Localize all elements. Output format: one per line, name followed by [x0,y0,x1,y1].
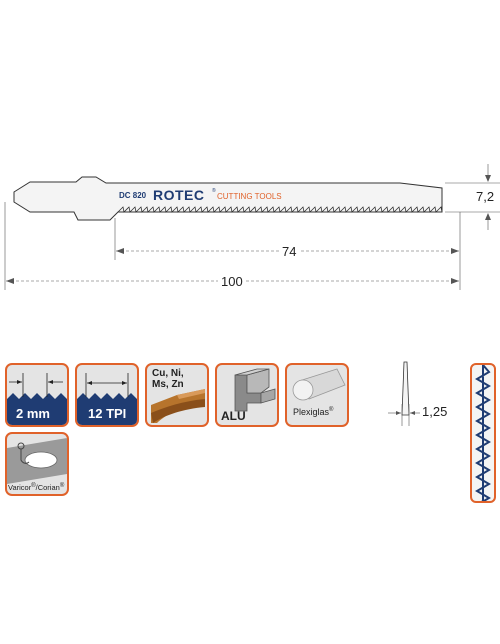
tooth-pitch-icon: 2 mm [5,363,69,427]
tpi-icon: 12 TPI [75,363,139,427]
solid-surface-label: Varicor®/Corian® [8,483,65,492]
blade-brand: ROTEC [153,187,205,203]
plexiglas-label: Plexiglas® [293,407,334,417]
blade-drawing: DC 820 ROTEC ® CUTTING TOOLS 7,2 74 100 [4,164,500,290]
blade-side-profile [401,361,410,416]
width-arrow-top [485,175,491,182]
metals-label-1: Cu, Ni, [152,368,184,379]
thickness-drawing [388,361,420,426]
blade-model: DC 820 [119,191,147,200]
width-value: 7,2 [476,189,494,204]
blade-teeth [117,206,443,213]
thickness-arrow-left [396,411,401,415]
aluminium-label: ALU [221,409,246,423]
metals-icon: Cu, Ni, Ms, Zn [145,363,209,427]
working-arrow-left [116,248,124,254]
solid-surface-icon: Varicor®/Corian® [5,432,69,496]
aluminium-icon: ALU [215,363,279,427]
width-arrow-bottom [485,213,491,220]
working-length-value: 74 [282,244,296,259]
total-length-value: 100 [221,274,243,289]
total-arrow-right [451,278,459,284]
tpi-label: 12 TPI [88,406,127,421]
working-arrow-right [451,248,459,254]
thickness-value: 1,25 [422,404,448,419]
blade-tagline: CUTTING TOOLS [217,192,282,201]
blade-brand-mark: ® [212,187,216,194]
tooth-set-icon [470,363,496,503]
metals-label-2: Ms, Zn [152,379,184,390]
total-arrow-left [6,278,14,284]
plexiglas-icon: Plexiglas® [285,363,349,427]
thickness-arrow-right [410,411,415,415]
tooth-set-profile [475,365,491,501]
tooth-pitch-label: 2 mm [16,406,50,421]
